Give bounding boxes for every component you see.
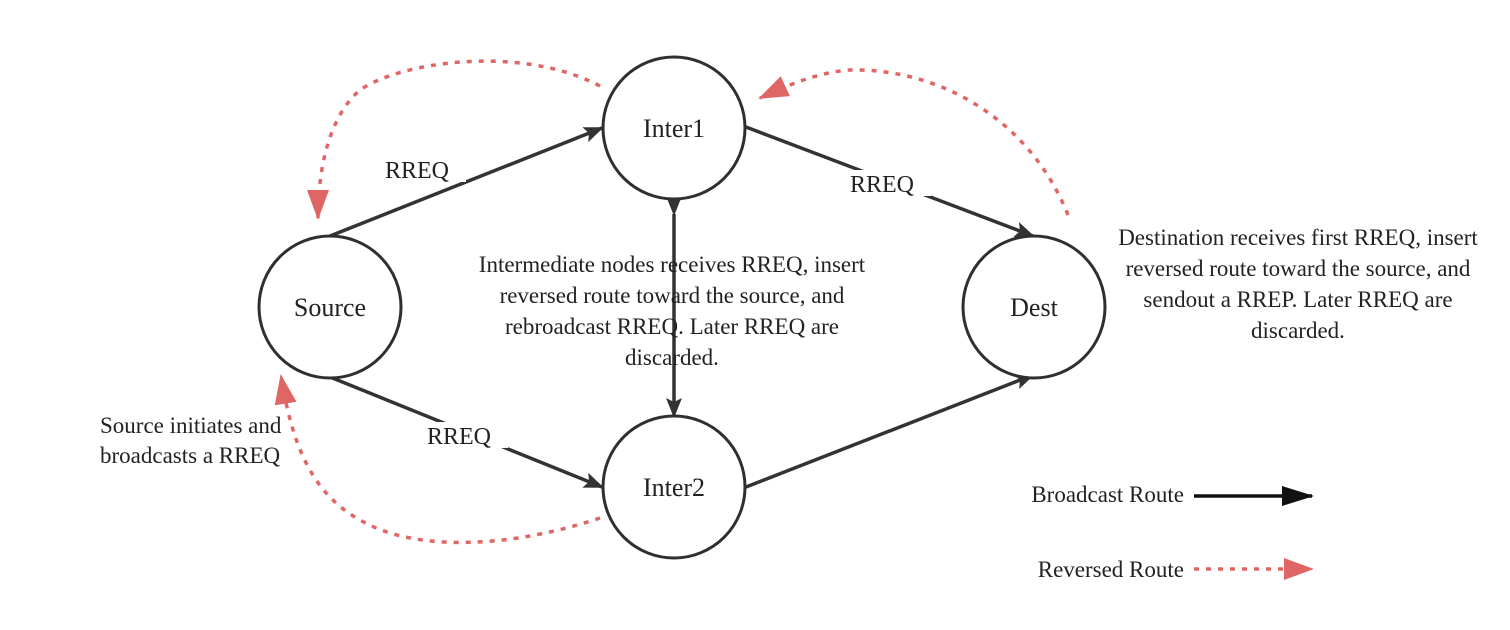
node-source-label: Source [294,293,366,322]
edge-label-source-inter2: RREQ [422,422,508,450]
edge-label-source-inter1: RREQ [380,156,466,184]
legend-reversed-label: Reversed Route [1037,557,1184,582]
reversed-inter2-source [274,374,601,545]
node-inter2: Inter2 [601,414,747,560]
reversed-inter1-source [307,59,601,220]
annotation-source: Source initiates and broadcasts a RREQ [100,413,282,468]
legend-broadcast-label: Broadcast Route [1031,482,1184,507]
edge-label-source-inter1-text: RREQ [385,158,449,184]
node-inter2-label: Inter2 [643,473,705,502]
annotation-intermediate: Intermediate nodes receives RREQ, insert… [478,252,866,370]
edge-label-inter1-dest: RREQ [845,170,931,198]
node-source: Source [257,234,403,380]
node-dest: Dest [961,234,1107,380]
node-inter1-label: Inter1 [643,114,705,143]
edge-label-inter1-dest-text: RREQ [850,172,914,198]
annotation-destination: Destination receives first RREQ, insert … [1118,225,1478,343]
node-dest-label: Dest [1010,293,1058,322]
node-inter1: Inter1 [601,55,747,201]
edge-label-source-inter2-text: RREQ [427,424,491,450]
edge-inter2-dest [745,373,1035,489]
